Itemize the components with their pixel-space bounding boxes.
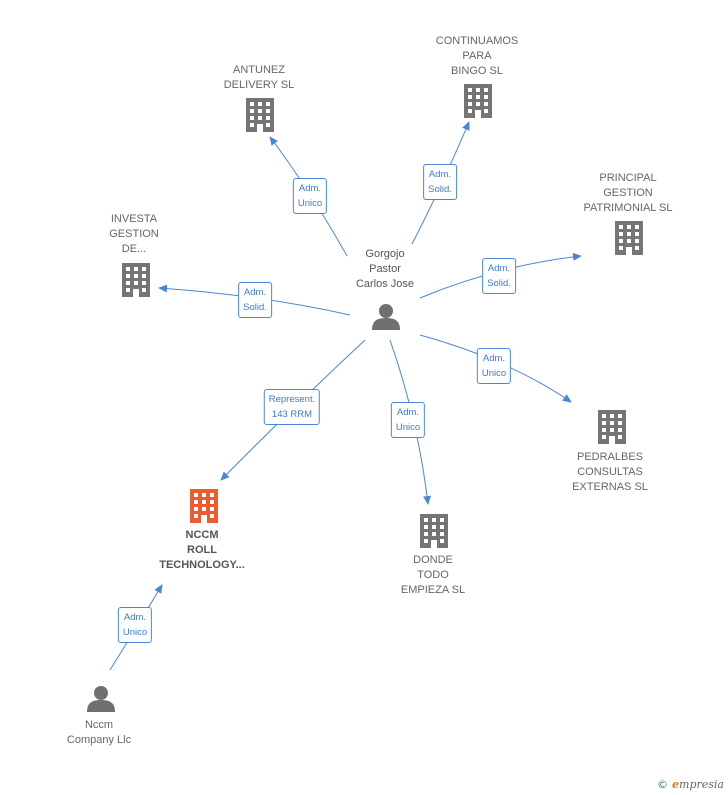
node-label-nccm[interactable]: NCCM ROLL TECHNOLOGY... bbox=[159, 529, 245, 571]
node-label-investa[interactable]: INVESTA GESTION DE... bbox=[109, 213, 159, 255]
node-label-nccm-company[interactable]: Nccm Company Llc bbox=[66, 719, 132, 746]
building-icon-highlight bbox=[190, 489, 218, 523]
edge-label-donde: Adm. Unico bbox=[390, 402, 426, 438]
copyright-symbol: © bbox=[657, 778, 669, 791]
edge-label-pedralbes: Adm. Unico bbox=[476, 348, 512, 384]
building-icon bbox=[122, 263, 150, 297]
edge-label-antunez: Adm. Unico bbox=[292, 178, 328, 214]
building-icon bbox=[464, 84, 492, 118]
node-label-pedralbes[interactable]: PEDRALBES CONSULTAS EXTERNAS SL bbox=[572, 451, 648, 493]
edge-label-continuamos: Adm. Solid. bbox=[423, 164, 457, 200]
node-label-continuamos[interactable]: CONTINUAMOS PARA BINGO SL bbox=[435, 35, 519, 77]
person-icon bbox=[87, 686, 115, 712]
edge-label-investa: Adm. Solid. bbox=[238, 282, 272, 318]
node-label-antunez[interactable]: ANTUNEZ DELIVERY SL bbox=[223, 64, 295, 91]
edge-label-nccm-company: Adm. Unico bbox=[117, 607, 153, 643]
brand-name: mpresia bbox=[679, 778, 724, 791]
person-icon bbox=[372, 304, 400, 330]
building-icon bbox=[598, 410, 626, 444]
empresia-logo: ©empresia bbox=[657, 778, 724, 791]
edge-label-nccm: Represent. 143 RRM bbox=[263, 389, 321, 425]
node-label-principal[interactable]: PRINCIPAL GESTION PATRIMONIAL SL bbox=[583, 172, 673, 214]
edge-label-principal: Adm. Solid. bbox=[482, 258, 516, 294]
building-icon bbox=[246, 98, 274, 132]
node-label-donde[interactable]: DONDE TODO EMPIEZA SL bbox=[400, 554, 466, 596]
node-label-center[interactable]: Gorgojo Pastor Carlos Jose bbox=[355, 248, 415, 290]
brand-initial: e bbox=[672, 778, 680, 791]
building-icon bbox=[615, 221, 643, 255]
building-icon bbox=[420, 514, 448, 548]
